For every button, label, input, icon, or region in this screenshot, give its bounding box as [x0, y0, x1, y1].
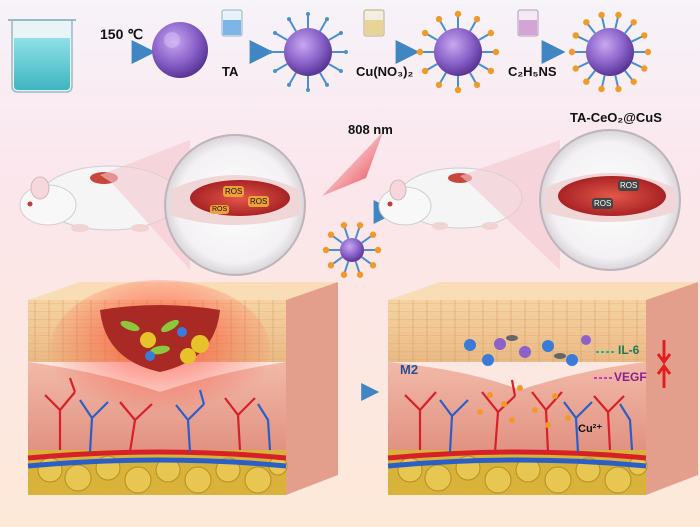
copper-tip: [641, 32, 648, 39]
copper-tip: [435, 15, 443, 23]
ligand-tip: [268, 50, 272, 54]
ros-badge-left-2: ROS: [248, 196, 270, 207]
ligand-tip: [273, 69, 278, 73]
vial-thioacetamide-icon: [517, 9, 539, 37]
ligand-tip: [287, 82, 291, 87]
ligand-tip: [344, 50, 348, 54]
copper-tip: [583, 19, 590, 26]
product-name-label: TA-CeO₂@CuS: [570, 110, 662, 125]
ros-badge-left-1: ROS: [223, 186, 245, 197]
zoom-cone-right: [460, 140, 560, 270]
m2-macrophage-label: M2: [400, 362, 419, 377]
vial-copper-icon: [363, 9, 385, 37]
copper-tip: [356, 222, 364, 229]
ligand-strand: [319, 72, 328, 86]
ligand-tip: [338, 69, 343, 73]
ligand-strand: [328, 63, 342, 72]
copper-tip: [615, 85, 622, 93]
particle-core: [586, 28, 634, 76]
ligand-strand: [328, 32, 342, 41]
ros-badge-right-2: ROS: [592, 198, 614, 209]
copper-tip: [473, 15, 481, 23]
reagent-thioacetamide-label: C₂H₅NS: [508, 64, 557, 79]
copper-tip: [641, 65, 648, 72]
copper-tip: [598, 11, 605, 19]
copper-tip: [327, 262, 335, 269]
copper-tip: [454, 86, 462, 94]
ceo2-core-particle: [152, 22, 208, 78]
ligand-tip: [338, 31, 343, 35]
copper-tip: [492, 48, 500, 56]
beaker-icon: [8, 19, 76, 93]
copper-tip: [421, 29, 429, 37]
il6-down-arrow: [656, 340, 672, 365]
vial-ta-icon: [221, 9, 243, 37]
copper-tip: [374, 246, 382, 254]
product-particle: [568, 11, 652, 93]
copper-tip: [615, 11, 622, 19]
copper-tip: [487, 67, 495, 75]
ligand-tip: [306, 88, 310, 92]
copper-tip: [356, 271, 364, 278]
skin-block-right: [387, 282, 698, 495]
particle-core: [284, 28, 332, 76]
macrophage-cluster: [464, 335, 591, 366]
particle-core: [434, 28, 482, 76]
particle-core: [340, 238, 364, 262]
ligand-tip: [287, 17, 291, 22]
copper-tip: [421, 67, 429, 75]
ligand-strand: [274, 32, 288, 41]
temperature-label: 150 ℃: [100, 26, 143, 42]
ros-badge-left-3: ROS: [210, 205, 230, 214]
copper-tip: [322, 246, 330, 254]
copper-tip: [473, 81, 481, 89]
copper-tip: [598, 85, 605, 93]
copper-tip: [454, 10, 462, 18]
ligand-strand: [288, 72, 297, 86]
ros-badge-right-1: ROS: [618, 180, 640, 191]
copper-tip: [572, 65, 579, 72]
copper-tip: [369, 262, 377, 269]
ta-coated-particle: [268, 12, 348, 92]
applied-nanoparticle: [322, 222, 382, 278]
copper-tip: [630, 19, 637, 26]
laser-beam: [322, 132, 383, 196]
reagent-ta-label: TA: [222, 64, 239, 79]
ligand-tip: [273, 31, 278, 35]
copper-ion-label: Cu²⁺: [578, 423, 603, 435]
copper-tip: [327, 231, 335, 238]
bacteria-cluster: [120, 319, 209, 364]
copper-tip: [487, 29, 495, 37]
copper-tip: [435, 81, 443, 89]
copper-tip: [568, 48, 576, 56]
vegf-up-arrow: [656, 363, 672, 388]
ligand-strand: [319, 18, 328, 32]
ligand-tip: [325, 82, 329, 87]
ligand-tip: [306, 12, 310, 16]
vegf-label: VEGF: [614, 370, 647, 384]
ligand-strand: [274, 63, 288, 72]
il6-label: IL-6: [618, 343, 640, 357]
copper-tip: [340, 222, 348, 229]
reagent-copper-label: Cu(NO₃)₂: [356, 64, 414, 79]
copper-tip: [572, 32, 579, 39]
copper-tip: [630, 78, 637, 85]
cu-loaded-particle: [416, 10, 500, 94]
laser-wavelength-label: 808 nm: [348, 122, 393, 137]
copper-tip: [369, 231, 377, 238]
zoom-cone-left: [100, 140, 190, 270]
ligand-tip: [325, 17, 329, 22]
copper-tip: [416, 48, 424, 56]
skin-block-left: [27, 280, 338, 495]
copper-tip: [583, 78, 590, 85]
wound-lens-left: [164, 134, 306, 276]
ligand-strand: [288, 18, 297, 32]
copper-tip: [340, 271, 348, 278]
copper-tip: [644, 48, 652, 56]
